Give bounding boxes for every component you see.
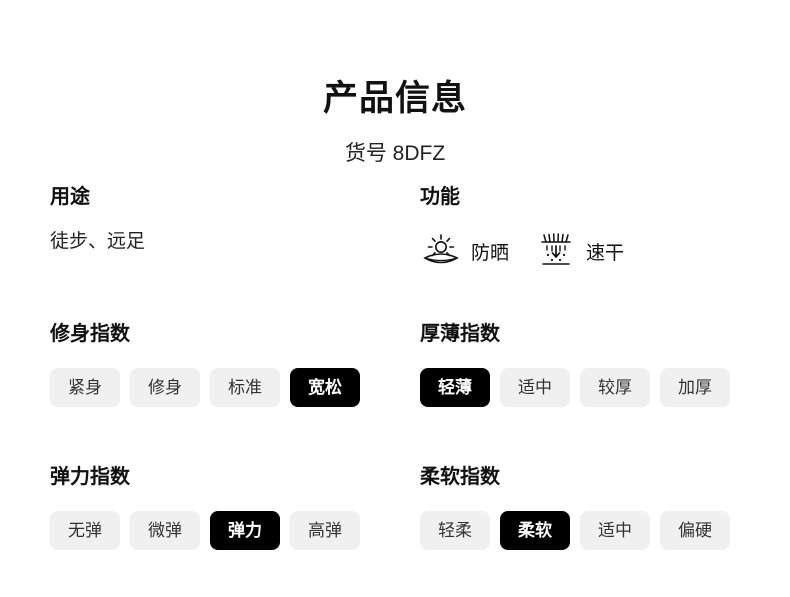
thickness-heading: 厚薄指数 bbox=[420, 323, 500, 345]
function-item-sun-protection: 防晒 bbox=[420, 231, 509, 271]
fit-chip-0[interactable]: 紧身 bbox=[50, 368, 120, 407]
fit-block: 修身指数 紧身 修身 标准 宽松 bbox=[0, 317, 375, 407]
fit-chip-group: 紧身 修身 标准 宽松 bbox=[50, 368, 375, 407]
thickness-chip-2[interactable]: 较厚 bbox=[580, 368, 650, 407]
row-spacer-2 bbox=[0, 407, 790, 460]
elasticity-chip-group: 无弹 微弹 弹力 高弹 bbox=[50, 511, 375, 550]
thickness-chip-group: 轻薄 适中 较厚 加厚 bbox=[420, 368, 750, 407]
elasticity-chip-2[interactable]: 弹力 bbox=[210, 511, 280, 550]
fit-chip-3[interactable]: 宽松 bbox=[290, 368, 360, 407]
softness-heading: 柔软指数 bbox=[420, 466, 500, 488]
fit-chip-1[interactable]: 修身 bbox=[130, 368, 200, 407]
fit-chip-2[interactable]: 标准 bbox=[210, 368, 280, 407]
function-label-sun-protection: 防晒 bbox=[471, 242, 510, 264]
row-spacer-1 bbox=[0, 271, 790, 317]
functions-heading: 功能 bbox=[420, 186, 460, 208]
softness-chip-group: 轻柔 柔软 适中 偏硬 bbox=[420, 511, 750, 550]
spec-row-1: 用途 徒步、远足 功能 bbox=[0, 180, 790, 271]
quick-dry-icon bbox=[535, 231, 577, 271]
product-code: 货号 8DFZ bbox=[344, 142, 446, 165]
thickness-chip-0[interactable]: 轻薄 bbox=[420, 368, 490, 407]
thickness-chip-1[interactable]: 适中 bbox=[500, 368, 570, 407]
function-label-quick-dry: 速干 bbox=[586, 242, 625, 264]
fit-heading: 修身指数 bbox=[50, 323, 130, 345]
spec-grid: 用途 徒步、远足 功能 bbox=[0, 180, 790, 550]
usage-block: 用途 徒步、远足 bbox=[0, 180, 375, 271]
spec-row-3: 弹力指数 无弹 微弹 弹力 高弹 柔软指数 轻柔 柔软 适中 偏硬 bbox=[0, 460, 790, 550]
function-item-quick-dry: 速干 bbox=[535, 231, 624, 271]
usage-value: 徒步、远足 bbox=[50, 231, 146, 252]
elasticity-block: 弹力指数 无弹 微弹 弹力 高弹 bbox=[0, 460, 375, 550]
usage-heading: 用途 bbox=[50, 186, 90, 208]
softness-block: 柔软指数 轻柔 柔软 适中 偏硬 bbox=[375, 460, 750, 550]
functions-list: 防晒 bbox=[420, 231, 750, 271]
softness-chip-0[interactable]: 轻柔 bbox=[420, 511, 490, 550]
page-title: 产品信息 bbox=[322, 79, 467, 118]
thickness-block: 厚薄指数 轻薄 适中 较厚 加厚 bbox=[375, 317, 750, 407]
softness-chip-1[interactable]: 柔软 bbox=[500, 511, 570, 550]
elasticity-heading: 弹力指数 bbox=[50, 466, 130, 488]
functions-block: 功能 bbox=[375, 180, 750, 271]
softness-chip-3[interactable]: 偏硬 bbox=[660, 511, 730, 550]
spec-row-2: 修身指数 紧身 修身 标准 宽松 厚薄指数 轻薄 适中 较厚 加厚 bbox=[0, 317, 790, 407]
sun-protection-icon bbox=[420, 231, 462, 271]
elasticity-chip-3[interactable]: 高弹 bbox=[290, 511, 360, 550]
softness-chip-2[interactable]: 适中 bbox=[580, 511, 650, 550]
elasticity-chip-1[interactable]: 微弹 bbox=[130, 511, 200, 550]
elasticity-chip-0[interactable]: 无弹 bbox=[50, 511, 120, 550]
thickness-chip-3[interactable]: 加厚 bbox=[660, 368, 730, 407]
